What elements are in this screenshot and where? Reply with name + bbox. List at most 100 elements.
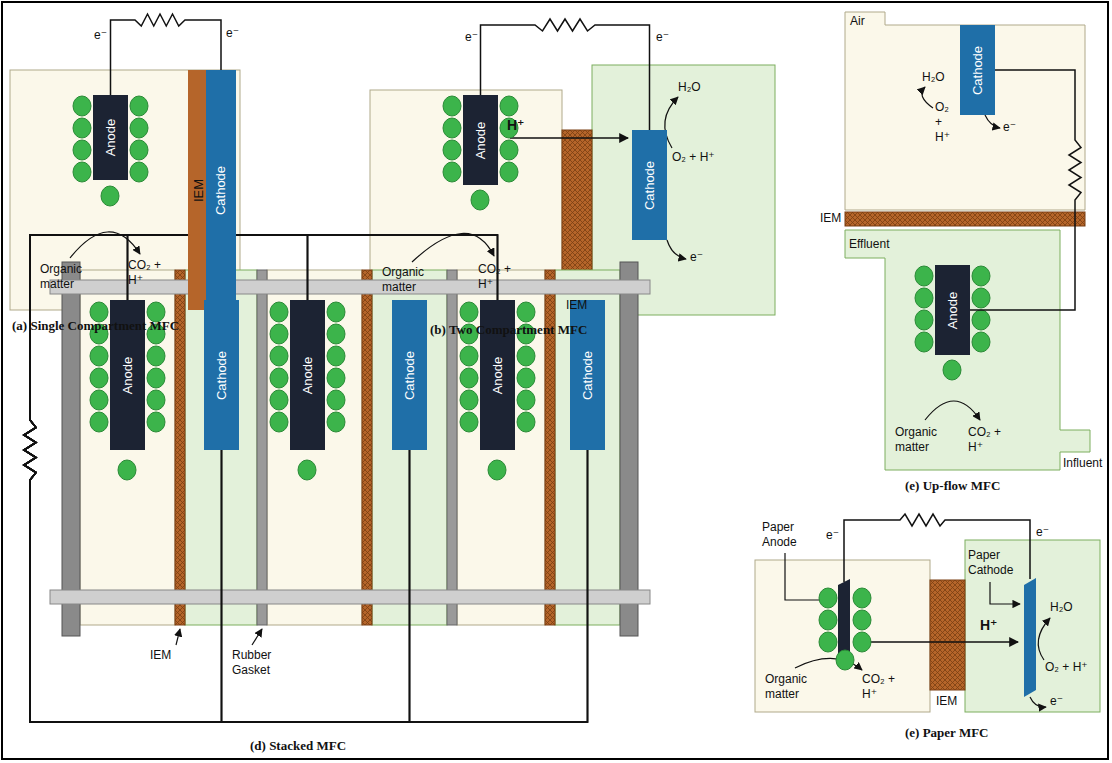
proton-label: H⁺ bbox=[507, 118, 525, 133]
electrode-label: Cathode bbox=[214, 165, 229, 214]
bacterium bbox=[327, 346, 345, 366]
bacterium bbox=[517, 346, 535, 366]
bacterium bbox=[972, 332, 990, 352]
annotation: Organic matter bbox=[765, 672, 825, 702]
bacterium bbox=[460, 302, 478, 322]
bacterium bbox=[298, 460, 316, 480]
annotation: Effluent bbox=[849, 237, 889, 252]
bacterium bbox=[101, 186, 119, 206]
annotation: H₂O bbox=[1050, 600, 1073, 615]
external-wire bbox=[844, 514, 1030, 582]
bacterium bbox=[147, 368, 165, 388]
bacterium bbox=[73, 118, 91, 138]
bacterium bbox=[327, 390, 345, 410]
bacterium bbox=[853, 610, 871, 630]
bacterium bbox=[819, 632, 837, 652]
annotation: Organic matter bbox=[382, 265, 442, 295]
bacterium bbox=[147, 390, 165, 410]
annotation: e⁻ bbox=[690, 250, 703, 265]
annotation: Influent bbox=[1063, 456, 1102, 471]
bacterium bbox=[90, 368, 108, 388]
annotation: IEM bbox=[566, 298, 587, 313]
reaction-arrow bbox=[925, 401, 980, 420]
annotation: CO₂ + H⁺ bbox=[478, 262, 518, 292]
bacterium bbox=[819, 588, 837, 608]
annotation: e⁻ bbox=[1036, 525, 1049, 540]
cathode-chamber bbox=[965, 540, 1100, 712]
subfigure-caption: (e) Up-flow MFC bbox=[905, 478, 1000, 493]
external-wire bbox=[24, 235, 588, 722]
bacterium bbox=[443, 140, 461, 160]
electrode-label: Cathode bbox=[970, 45, 985, 94]
bacterium bbox=[836, 650, 854, 670]
reaction-arrow bbox=[1038, 618, 1050, 660]
annotation: e⁻ bbox=[1050, 694, 1063, 709]
electron-arrow bbox=[985, 115, 1000, 128]
bacterium bbox=[90, 412, 108, 432]
bacterium bbox=[270, 302, 288, 322]
electrode-label: Cathode bbox=[580, 350, 595, 399]
annotation: CO₂ + H⁺ bbox=[968, 425, 1008, 455]
annotation: IEM bbox=[820, 211, 841, 226]
reaction-arrow bbox=[412, 233, 494, 262]
bacterium bbox=[270, 368, 288, 388]
bacterium bbox=[460, 412, 478, 432]
cathode-electrode: Cathode bbox=[632, 130, 667, 240]
bacterium bbox=[500, 140, 518, 160]
bacterium bbox=[500, 96, 518, 116]
bacterium bbox=[972, 288, 990, 308]
electrode-label: Anode bbox=[103, 119, 118, 157]
external-wire bbox=[24, 235, 410, 722]
bacterium bbox=[915, 288, 933, 308]
annotation: e⁻ bbox=[465, 30, 478, 45]
bacterium bbox=[130, 162, 148, 182]
bacterium bbox=[517, 390, 535, 410]
annotation: e⁻ bbox=[656, 30, 669, 45]
annotation: IEM bbox=[936, 694, 957, 709]
electron-arrow bbox=[667, 240, 686, 259]
external-wire bbox=[24, 235, 588, 722]
bacterium bbox=[327, 412, 345, 432]
annotation: H₂O bbox=[678, 80, 701, 95]
bacterium bbox=[943, 360, 961, 380]
bacterium bbox=[853, 632, 871, 652]
electrode-label: Anode bbox=[300, 356, 315, 394]
bacterium bbox=[327, 324, 345, 344]
bacterium bbox=[460, 368, 478, 388]
cathode-electrode: Cathode bbox=[204, 300, 239, 450]
subfigure-caption: (d) Stacked MFC bbox=[250, 738, 346, 753]
proton-arrow bbox=[510, 137, 628, 138]
anode-electrode: Anode bbox=[463, 95, 498, 185]
bacterium bbox=[90, 390, 108, 410]
bacterium bbox=[972, 310, 990, 330]
annotation: Paper Cathode bbox=[968, 548, 1018, 578]
bacterium bbox=[130, 96, 148, 116]
annotation: Organic matter bbox=[895, 425, 955, 455]
anode-chamber bbox=[755, 560, 930, 712]
membrane bbox=[845, 212, 1085, 226]
bacterium bbox=[147, 346, 165, 366]
annotation: O₂ + H⁺ bbox=[935, 100, 957, 145]
external-wire bbox=[24, 235, 588, 722]
annotation: O₂ + H⁺ bbox=[672, 150, 715, 165]
subfigure-caption: (e) Paper MFC bbox=[905, 725, 989, 740]
bacterium bbox=[915, 332, 933, 352]
electrode-label: Anode bbox=[120, 356, 135, 394]
annotation: IEM bbox=[150, 648, 171, 663]
anode-electrode: Anode bbox=[93, 95, 128, 180]
annotation: e⁻ bbox=[226, 26, 239, 41]
electrode-label: Cathode bbox=[642, 160, 657, 209]
membrane bbox=[930, 580, 965, 690]
cathode-electrode: Cathode bbox=[206, 70, 236, 310]
subfigure-caption: (b) Two Compartment MFC bbox=[430, 322, 587, 337]
electrode-label: Cathode bbox=[402, 350, 417, 399]
bacterium bbox=[270, 412, 288, 432]
bacterium bbox=[915, 310, 933, 330]
anode-chamber bbox=[845, 230, 1090, 470]
bacterium bbox=[73, 162, 91, 182]
bacterium bbox=[90, 346, 108, 366]
bacterium bbox=[500, 162, 518, 182]
proton-label: H⁺ bbox=[980, 618, 998, 633]
cathode-electrode: Cathode bbox=[392, 300, 427, 450]
